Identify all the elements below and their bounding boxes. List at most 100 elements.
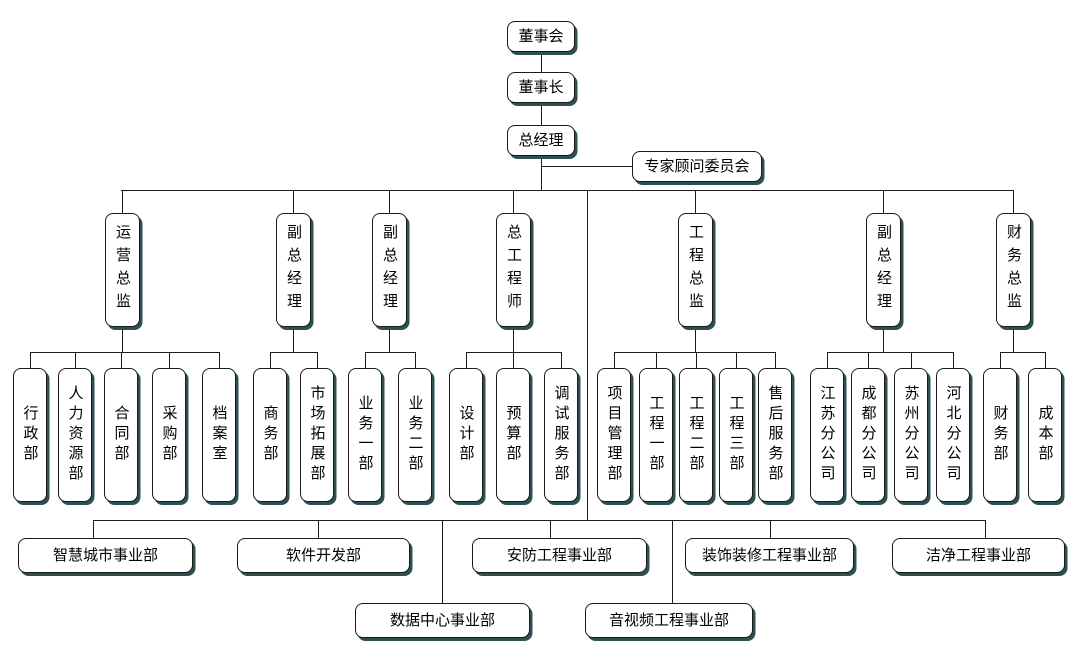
node-label: 业务一部	[356, 395, 375, 475]
connector-line	[1013, 190, 1014, 213]
connector-line	[953, 352, 954, 368]
node-label: 调试服务部	[552, 385, 571, 485]
node-label: 人力资源部	[66, 385, 85, 485]
node-label: 财务部	[991, 405, 1010, 465]
node-decoration-engineering-bu: 装饰装修工程事业部	[685, 538, 854, 573]
node-market-expansion-dept: 市场拓展部	[300, 368, 334, 502]
connector-line	[122, 327, 123, 352]
connector-line	[270, 352, 271, 368]
connector-line	[541, 52, 542, 72]
connector-line	[1013, 327, 1014, 352]
node-label: 工程二部	[687, 395, 706, 475]
connector-line	[883, 190, 884, 213]
node-label: 市场拓展部	[308, 385, 327, 485]
node-chief-engineer: 总工程师	[496, 213, 531, 327]
node-chairman: 董事长	[507, 72, 575, 103]
node-label: 软件开发部	[285, 546, 361, 564]
connector-line	[513, 352, 514, 368]
connector-line	[365, 352, 415, 353]
node-label: 总工程师	[505, 224, 523, 316]
node-label: 副总经理	[285, 224, 303, 316]
node-label: 专家顾问委员会	[644, 157, 750, 175]
connector-line	[985, 520, 986, 538]
node-admin-dept: 行政部	[13, 368, 47, 502]
connector-line	[270, 352, 317, 353]
node-procurement-dept: 采购部	[152, 368, 186, 502]
node-general-manager: 总经理	[507, 125, 575, 156]
connector-line	[868, 352, 869, 368]
connector-line	[696, 352, 697, 368]
connector-line	[541, 166, 632, 167]
connector-line	[442, 520, 443, 603]
connector-line	[513, 327, 514, 352]
node-label: 音视频工程事业部	[608, 611, 729, 629]
node-label: 董事长	[518, 78, 564, 96]
connector-line	[695, 327, 696, 352]
node-label: 工程三部	[727, 395, 746, 475]
connector-line	[550, 520, 551, 538]
node-label: 行政部	[21, 405, 40, 465]
node-cost-dept: 成本部	[1028, 368, 1062, 502]
connector-line	[672, 520, 673, 603]
connector-line	[1000, 352, 1045, 353]
node-commissioning-dept: 调试服务部	[544, 368, 578, 502]
node-deputy-gm-1: 副总经理	[276, 213, 311, 327]
connector-line	[614, 352, 775, 353]
connector-line	[365, 352, 366, 368]
node-data-center-bu: 数据中心事业部	[355, 603, 530, 638]
connector-line	[736, 352, 737, 368]
node-chengdu-branch: 成都分公司	[851, 368, 885, 502]
node-label: 苏州分公司	[902, 385, 921, 485]
node-label: 装饰装修工程事业部	[701, 546, 837, 564]
connector-line	[93, 520, 985, 521]
connector-line	[656, 352, 657, 368]
connector-line	[695, 190, 696, 213]
node-clean-engineering-bu: 洁净工程事业部	[892, 538, 1065, 573]
node-label: 售后服务部	[766, 385, 785, 485]
connector-line	[169, 352, 170, 368]
connector-line	[1045, 352, 1046, 368]
node-business-dept-1: 业务一部	[348, 368, 382, 502]
connector-line	[466, 352, 467, 368]
node-jiangsu-branch: 江苏分公司	[810, 368, 844, 502]
node-hr-dept: 人力资源部	[58, 368, 92, 502]
connector-line	[827, 352, 953, 353]
node-archives-room: 档案室	[202, 368, 236, 502]
node-advisory-committee: 专家顾问委员会	[632, 151, 762, 182]
node-label: 副总经理	[381, 224, 399, 316]
connector-line	[911, 352, 912, 368]
node-engineering-dept-2: 工程二部	[679, 368, 713, 502]
node-finance-director: 财务总监	[996, 213, 1031, 327]
connector-line	[122, 190, 123, 213]
node-deputy-gm-2: 副总经理	[372, 213, 407, 327]
node-label: 董事会	[518, 27, 564, 45]
node-label: 成都分公司	[859, 385, 878, 485]
connector-line	[121, 352, 122, 368]
node-hebei-branch: 河北分公司	[936, 368, 970, 502]
connector-line	[75, 352, 76, 368]
node-contract-dept: 合同部	[104, 368, 138, 502]
connector-line	[541, 156, 542, 190]
connector-line	[827, 352, 828, 368]
connector-line	[293, 327, 294, 352]
connector-line	[293, 190, 294, 213]
node-software-dev-bu: 软件开发部	[237, 538, 410, 573]
node-deputy-gm-3: 副总经理	[866, 213, 901, 327]
connector-line	[513, 190, 514, 213]
node-engineering-dept-1: 工程一部	[639, 368, 673, 502]
node-after-sales-dept: 售后服务部	[758, 368, 792, 502]
connector-line	[541, 103, 542, 125]
node-label: 智慧城市事业部	[52, 546, 158, 564]
node-label: 成本部	[1036, 405, 1055, 465]
connector-line	[30, 352, 219, 353]
node-label: 采购部	[160, 405, 179, 465]
connector-line	[561, 352, 562, 368]
node-label: 河北分公司	[944, 385, 963, 485]
connector-line	[93, 520, 94, 538]
node-label: 工程一部	[647, 395, 666, 475]
node-budget-dept: 预算部	[496, 368, 530, 502]
connector-line	[389, 190, 390, 213]
node-design-dept: 设计部	[449, 368, 483, 502]
connector-line	[775, 352, 776, 368]
node-label: 运营总监	[114, 224, 132, 316]
